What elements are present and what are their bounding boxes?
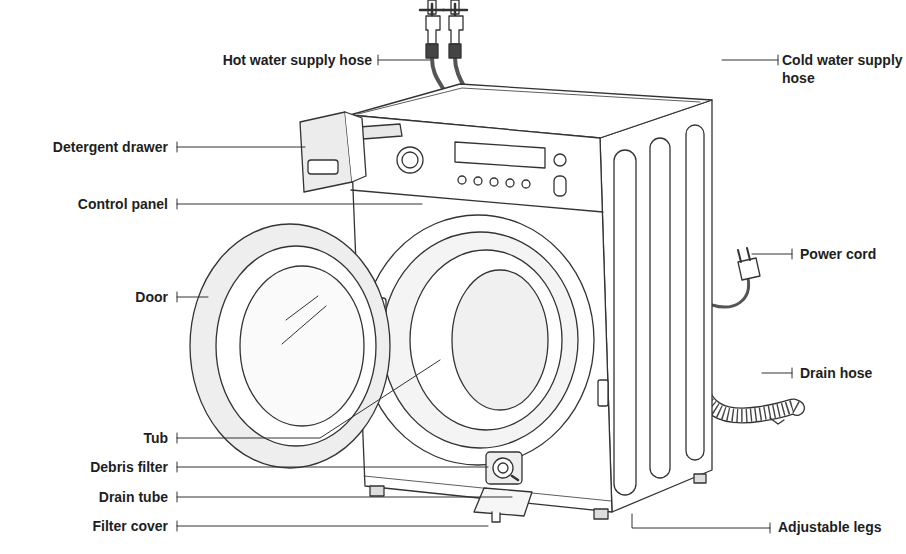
debris-filter bbox=[493, 458, 513, 478]
cold-handle bbox=[443, 4, 467, 16]
filter-cover bbox=[474, 488, 532, 516]
part-label: Door bbox=[135, 288, 168, 306]
door-ring bbox=[216, 246, 376, 446]
part-label: Debris filter bbox=[90, 458, 168, 476]
power-button bbox=[554, 154, 566, 166]
button bbox=[458, 176, 466, 184]
leader-line bbox=[177, 360, 440, 443]
hot-hose bbox=[432, 58, 445, 92]
plug-prongs bbox=[738, 248, 750, 262]
side-groove bbox=[686, 125, 704, 460]
hose-clip bbox=[770, 418, 784, 424]
leader-line bbox=[177, 142, 305, 152]
leader-line bbox=[177, 199, 422, 209]
leader-line bbox=[177, 292, 208, 302]
leader-line bbox=[632, 514, 770, 533]
top-edge bbox=[358, 88, 700, 114]
button bbox=[522, 180, 530, 188]
drawer-side bbox=[345, 112, 366, 182]
glass-highlight bbox=[282, 296, 326, 344]
dial-knob-inner bbox=[402, 152, 418, 168]
part-label: Tub bbox=[143, 429, 168, 447]
cover-tab bbox=[492, 512, 500, 522]
detergent-drawer bbox=[300, 112, 402, 192]
side-groove bbox=[650, 138, 670, 478]
faucets bbox=[420, 0, 467, 58]
drawer-front bbox=[300, 112, 352, 192]
button bbox=[506, 179, 514, 187]
button bbox=[490, 178, 498, 186]
side-panel bbox=[600, 100, 712, 512]
part-label: Control panel bbox=[78, 195, 168, 213]
side-groove bbox=[614, 150, 636, 495]
part-label: Detergent drawer bbox=[53, 138, 168, 156]
leader-line bbox=[752, 249, 792, 259]
tub-opening bbox=[362, 215, 594, 465]
door-outer bbox=[190, 224, 390, 468]
display-window bbox=[455, 142, 545, 168]
part-label: Drain tube bbox=[99, 488, 168, 506]
drawer-handle bbox=[308, 160, 338, 174]
filter-housing bbox=[486, 452, 522, 484]
leader-line bbox=[722, 55, 778, 65]
leg bbox=[370, 486, 384, 496]
door-glass bbox=[240, 266, 364, 426]
part-label: Filter cover bbox=[93, 517, 168, 535]
door bbox=[190, 224, 390, 468]
gasket bbox=[382, 232, 578, 448]
cold-connector bbox=[449, 44, 461, 58]
leader-line bbox=[378, 55, 430, 65]
front-panel bbox=[350, 115, 612, 512]
part-label: Drain hose bbox=[800, 364, 872, 382]
controls bbox=[397, 142, 566, 196]
cold-spout bbox=[449, 16, 463, 44]
leader-lines bbox=[177, 55, 792, 533]
part-label: Power cord bbox=[800, 245, 876, 263]
filter-cap bbox=[498, 463, 508, 473]
cord-wire bbox=[712, 278, 749, 307]
hot-handle bbox=[420, 4, 444, 16]
side-handle bbox=[598, 380, 608, 406]
filter-area bbox=[474, 452, 532, 522]
hot-connector bbox=[426, 44, 438, 58]
tub-back bbox=[452, 270, 548, 410]
leader-line bbox=[177, 492, 512, 502]
tub bbox=[410, 250, 562, 430]
leg bbox=[694, 474, 706, 483]
part-label: Adjustable legs bbox=[778, 518, 881, 536]
part-label: Hot water supply hose bbox=[223, 51, 372, 69]
leader-line bbox=[177, 462, 488, 472]
dial-knob bbox=[397, 147, 423, 173]
hot-spout bbox=[426, 16, 440, 44]
leg bbox=[594, 509, 608, 519]
leader-line bbox=[177, 521, 488, 531]
start-button bbox=[554, 176, 566, 196]
door-rim bbox=[362, 215, 594, 465]
power-cord bbox=[712, 248, 760, 307]
drain-tube bbox=[512, 476, 518, 480]
part-label: Cold water supply hose bbox=[782, 51, 906, 87]
button bbox=[474, 177, 482, 185]
leader-line bbox=[762, 368, 792, 378]
machine-body bbox=[350, 84, 712, 512]
